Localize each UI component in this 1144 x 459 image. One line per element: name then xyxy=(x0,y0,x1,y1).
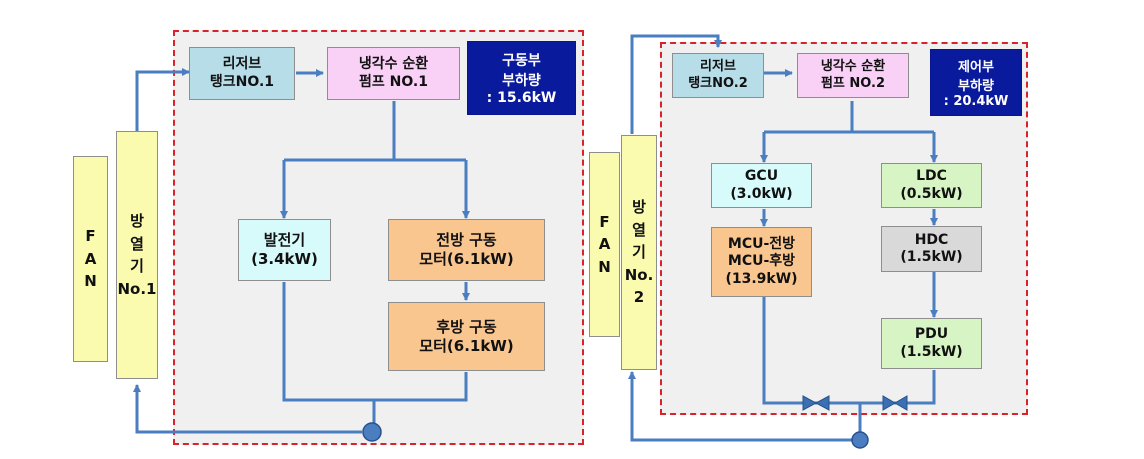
pdu: PDU(1.5kW) xyxy=(881,318,982,369)
gcu: GCU(3.0kW) xyxy=(711,163,812,208)
line-mcu-return xyxy=(762,297,936,405)
ldc: LDC(0.5kW) xyxy=(881,163,982,208)
line-return-to-radiator1 xyxy=(133,384,362,434)
hdc: HDC(1.5kW) xyxy=(881,226,982,272)
generator: 발전기(3.4kW) xyxy=(238,219,331,281)
line-radiator2-to-tank2 xyxy=(630,34,722,134)
valve-icon xyxy=(802,395,830,411)
return-collector-1 xyxy=(362,422,382,442)
valve-icon xyxy=(882,395,908,411)
line-radiator1-to-tank1 xyxy=(135,68,190,132)
return-collector-2 xyxy=(851,431,869,449)
line-return-to-radiator2 xyxy=(628,371,852,442)
